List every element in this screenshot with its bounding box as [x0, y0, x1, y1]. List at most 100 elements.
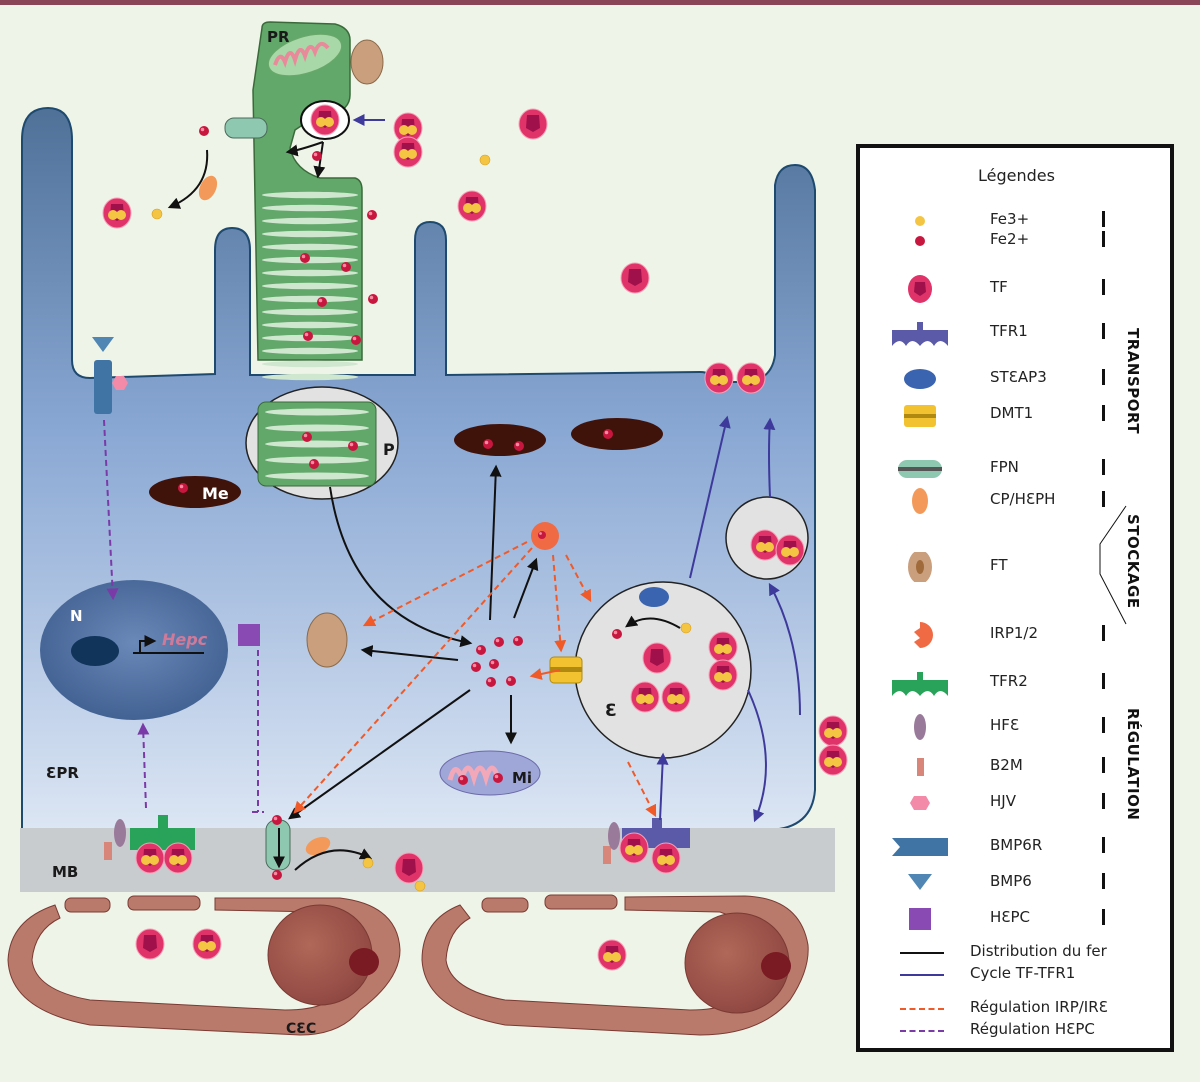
arrow-pool-to-ferritin	[360, 645, 459, 661]
arrows-layer	[103, 114, 801, 871]
cp-heph-icon	[912, 488, 928, 514]
fpn-apical	[224, 117, 268, 139]
legend-line-0: Distribution du fer	[860, 942, 1170, 964]
legend-dash	[1102, 491, 1105, 507]
particles-layer	[102, 104, 848, 971]
fe2-ion	[368, 294, 378, 304]
ferritin-icon	[908, 552, 932, 582]
legend-item-label: FT	[990, 556, 1008, 574]
legend-item-label: TFR1	[990, 322, 1028, 340]
legend-line-2: Régulation IRP/IRƐ	[860, 998, 1170, 1020]
fe2-ion	[483, 439, 493, 449]
line-swatch	[900, 952, 944, 954]
steap3-icon	[904, 369, 936, 389]
label-p: P	[383, 440, 395, 459]
legend-item-label: Fe2+	[990, 230, 1030, 248]
legend-item-label: BMP6R	[990, 836, 1043, 854]
fe3-icon	[915, 216, 925, 226]
tf-apo	[620, 262, 650, 294]
legend-item-fe2: Fe2+	[860, 230, 1170, 252]
tf-holo	[708, 631, 738, 663]
fe2-ion	[300, 253, 310, 263]
phagosome-disc	[265, 408, 369, 416]
hepc-promoter-arrow	[133, 641, 204, 654]
legend-dash	[1102, 231, 1105, 247]
arrow-dmt1-export	[529, 668, 561, 680]
label-me: Me	[202, 484, 229, 503]
cp-heph-basal	[305, 836, 331, 856]
top-band	[0, 0, 1200, 5]
pr-disc	[262, 295, 358, 303]
tf-apo	[642, 642, 672, 674]
legend-line-label: Distribution du fer	[970, 942, 1107, 960]
legend-dash	[1102, 837, 1105, 853]
fe2-ion	[506, 676, 516, 686]
bmp6-ligand	[92, 337, 114, 352]
legend-item-fpn: FPN	[860, 458, 1170, 480]
legend-item-label: STƐAP3	[990, 368, 1047, 386]
arrow-basal-oxidation	[294, 848, 373, 871]
arrow-cycle-basal-recycle	[747, 689, 767, 823]
capillary-cell-1	[7, 895, 401, 1036]
legend-dash	[1102, 873, 1105, 889]
nucleus	[40, 580, 228, 720]
legend-dash	[1102, 323, 1105, 339]
mitochondrion-cristae	[447, 765, 501, 787]
stockage-bracket	[1099, 505, 1127, 625]
tf-holo	[597, 939, 627, 971]
tfr2-hfe-complex	[104, 815, 195, 860]
bmp6r-icon	[892, 838, 948, 856]
arrow-cycle-to-apical	[763, 417, 776, 498]
tf-holo	[750, 529, 780, 561]
arrow-pool-to-fpn	[288, 689, 471, 820]
legend-item-label: DMT1	[990, 404, 1034, 422]
arrow-cycle-transcytosis	[768, 582, 801, 716]
dmt1-icon	[904, 405, 936, 427]
fe2-ion	[603, 429, 613, 439]
tf-icon	[908, 275, 932, 303]
hjv-protein	[112, 376, 128, 390]
legend-dash	[1102, 405, 1105, 421]
steap3	[639, 587, 669, 607]
tf-holo	[192, 928, 222, 960]
hepcidin	[238, 624, 260, 646]
legend-dash	[1102, 369, 1105, 385]
arrow-cycle-apical-recycle	[689, 415, 731, 579]
pr-disc	[262, 204, 358, 212]
melanosome-2	[571, 418, 663, 450]
group-label-transport: TRANSPORT	[1124, 328, 1142, 435]
tf-apo	[518, 108, 548, 140]
fe2-ion	[303, 331, 313, 341]
tf-holo	[102, 197, 132, 229]
hfe-icon	[914, 714, 926, 740]
legend-item-tf: TF	[860, 275, 1170, 303]
arrow-iron-apical-export	[167, 149, 209, 209]
iron-metabolism-diagram: PR Me P N Hepc Ɛ Mi ƐPR MB CƐC	[7, 21, 848, 1037]
legend-dash	[1102, 625, 1105, 641]
fe2-icon	[915, 236, 925, 246]
pr-disc	[262, 373, 358, 381]
legend-item-tfr1: TFR1	[860, 322, 1170, 346]
fe2-ion	[493, 773, 503, 783]
legend-item-label: BMP6	[990, 872, 1032, 890]
tf-holo	[661, 681, 691, 713]
fe2-ion	[514, 441, 524, 451]
phagosome-disc	[265, 440, 369, 448]
tf-holo	[704, 362, 734, 394]
melanosome-1	[454, 424, 546, 456]
arrow-iron-pr-fpn	[285, 141, 324, 157]
legend-line-label: Cycle TF-TFR1	[970, 964, 1076, 982]
tf-holo	[736, 362, 766, 394]
arrow-irp-dmt1	[552, 554, 567, 653]
label-mb: MB	[52, 863, 78, 881]
pr-disc	[262, 282, 358, 290]
fe2-ion	[486, 677, 496, 687]
fe3-ion	[479, 154, 491, 166]
tf-apo	[135, 928, 165, 960]
line-swatch	[900, 1030, 944, 1032]
legend-item-label: B2M	[990, 756, 1023, 774]
fe2-ion	[538, 531, 546, 539]
fe3-ion	[362, 857, 374, 869]
fe2-ion	[513, 636, 523, 646]
legend-item-irp: IRP1/2	[860, 622, 1170, 648]
